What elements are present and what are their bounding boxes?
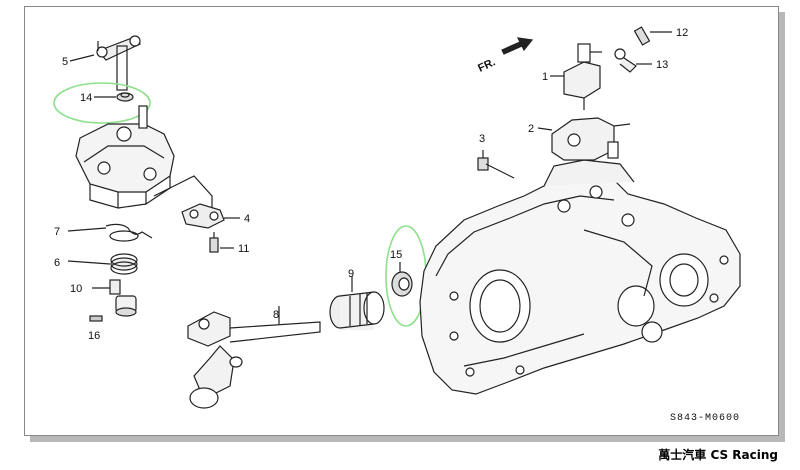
part-pin-16 [89, 315, 103, 322]
callout-9: 9 [348, 268, 354, 280]
callout-1: 1 [542, 71, 548, 83]
watermark-caption: 萬士汽車 CS Racing [658, 448, 778, 462]
callout-15: 15 [390, 249, 402, 261]
part-bolt-11 [209, 232, 234, 253]
parts-diagram: FR. 1 2 3 4 5 6 7 8 9 10 11 12 13 14 15 … [53, 26, 741, 409]
callout-13: 13 [656, 59, 668, 71]
part-shift-rod-8 [187, 306, 321, 409]
part-detent-10 [92, 279, 137, 317]
direction-label: FR. [476, 56, 497, 74]
callout-2: 2 [528, 123, 534, 135]
fr-direction-arrow-icon [501, 37, 534, 55]
part-bolt-12 [633, 26, 672, 46]
callout-4: 4 [244, 213, 250, 225]
part-shift-arm [69, 35, 142, 91]
callout-6: 6 [54, 257, 60, 269]
callout-5: 5 [62, 56, 68, 68]
part-seal-14 [94, 92, 134, 102]
callout-14: 14 [80, 92, 92, 104]
part-bracket-4 [181, 203, 240, 229]
callout-7: 7 [54, 226, 60, 238]
part-spring-6 [67, 253, 138, 275]
callout-11: 11 [238, 243, 249, 255]
callout-3: 3 [479, 133, 485, 145]
part-transmission-case [419, 159, 741, 395]
part-sleeve-9 [329, 276, 385, 330]
part-bolt-3 [477, 150, 515, 179]
part-spring-7 [67, 223, 153, 242]
callout-10: 10 [70, 283, 82, 295]
callout-16: 16 [88, 330, 100, 342]
part-mount-2 [537, 117, 631, 161]
callout-12: 12 [676, 27, 688, 39]
part-seal-15 [391, 262, 413, 297]
part-clip-13 [614, 48, 652, 73]
part-switch-1 [550, 43, 602, 110]
drawing-code: S843-M0600 [669, 413, 740, 424]
part-shift-housing [75, 105, 213, 211]
highlight-ring-14 [53, 82, 151, 124]
callout-8: 8 [273, 309, 279, 321]
